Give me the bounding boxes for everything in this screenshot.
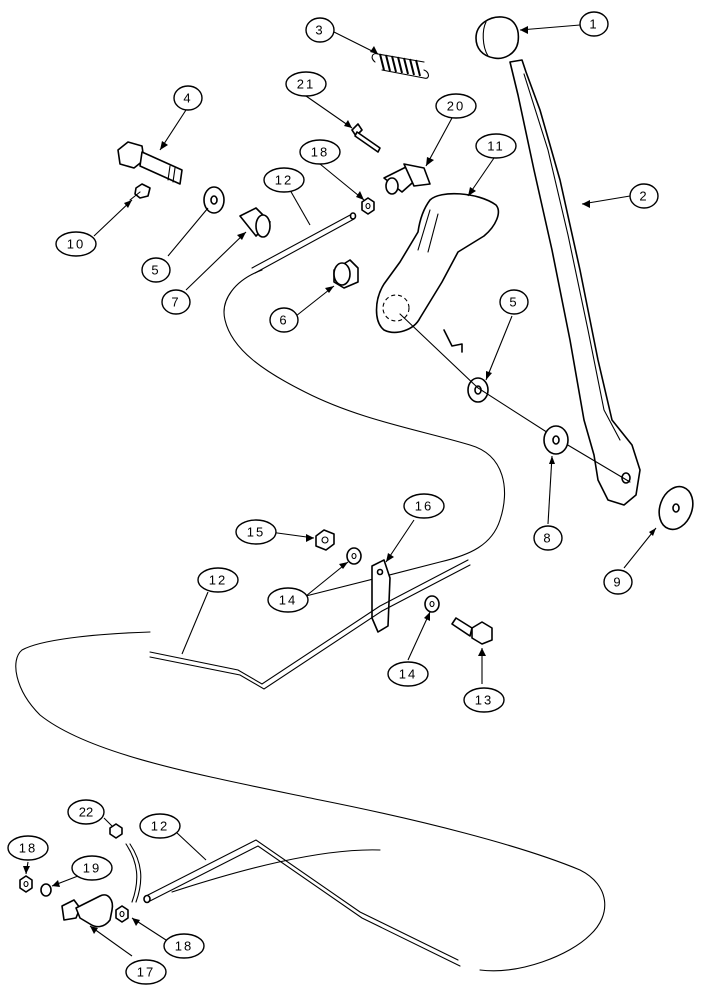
lever-arm-part — [509, 59, 641, 506]
callout-1: 1 — [579, 11, 609, 37]
callout-10: 10 — [55, 231, 97, 257]
callout-6: 6 — [269, 307, 299, 333]
callout-13: 13 — [463, 687, 505, 713]
nut-22-part — [109, 823, 123, 839]
svg-text:14: 14 — [279, 593, 297, 608]
washer-upper-part — [203, 186, 225, 214]
washer-large-part — [658, 485, 694, 531]
washer-14-upper-part — [346, 547, 362, 565]
rod-lower-part — [143, 839, 461, 967]
callout-12-lower: 12 — [139, 813, 181, 839]
leader-lines — [23, 24, 657, 957]
washer-8-part — [543, 425, 569, 455]
small-screw-part — [129, 183, 151, 201]
svg-text:22: 22 — [79, 805, 93, 820]
svg-text:18: 18 — [175, 939, 193, 954]
plate-bracket-part — [371, 559, 391, 633]
svg-text:13: 13 — [475, 693, 493, 708]
callout-18-upper: 18 — [299, 139, 341, 165]
svg-text:18: 18 — [311, 145, 329, 160]
callout-19: 19 — [71, 855, 113, 881]
callout-8: 8 — [533, 525, 563, 551]
callout-11: 11 — [475, 133, 517, 159]
rod-path-outline-upper — [223, 269, 506, 601]
callout-3: 3 — [305, 17, 335, 43]
nut-18-left-part — [19, 875, 33, 893]
bracket-plate-part — [375, 192, 500, 353]
callout-22: 22 — [67, 799, 105, 825]
ball-joint-part — [61, 894, 114, 928]
nut-15-part — [315, 529, 335, 551]
svg-text:19: 19 — [83, 861, 101, 876]
nut-upper-part — [361, 197, 375, 215]
svg-text:20: 20 — [447, 99, 465, 114]
callout-12-upper: 12 — [263, 167, 305, 193]
svg-text:1: 1 — [589, 17, 598, 32]
clevis-part — [383, 163, 431, 195]
svg-text:7: 7 — [171, 295, 180, 310]
bushing-upper-part — [239, 207, 271, 238]
pin-part — [351, 123, 381, 153]
callout-14-lower: 14 — [387, 661, 429, 687]
callout-20: 20 — [435, 93, 477, 119]
callout-18-right: 18 — [163, 933, 205, 959]
callout-17: 17 — [125, 959, 167, 985]
callout-9: 9 — [603, 569, 633, 595]
axis-line — [399, 313, 631, 483]
curve-indicator-b — [129, 843, 142, 903]
svg-text:17: 17 — [137, 965, 155, 980]
svg-text:2: 2 — [639, 189, 648, 204]
callout-7: 7 — [161, 289, 191, 315]
svg-text:18: 18 — [19, 841, 37, 856]
knob-part — [475, 16, 520, 60]
svg-text:12: 12 — [151, 819, 169, 834]
rod-middle-part — [149, 559, 471, 690]
svg-text:3: 3 — [315, 23, 324, 38]
svg-text:16: 16 — [415, 499, 433, 514]
callout-12-middle: 12 — [197, 567, 239, 593]
callout-4: 4 — [173, 85, 203, 111]
svg-text:12: 12 — [275, 173, 293, 188]
svg-text:5: 5 — [151, 263, 160, 278]
washer-19-part — [40, 883, 52, 897]
svg-text:6: 6 — [279, 313, 288, 328]
svg-text:21: 21 — [297, 77, 315, 92]
rod-path-outline-lower — [15, 631, 606, 972]
svg-text:12: 12 — [209, 573, 227, 588]
bolt-13-part — [451, 617, 493, 645]
callout-15: 15 — [235, 519, 277, 545]
svg-text:8: 8 — [543, 531, 552, 546]
svg-text:11: 11 — [487, 139, 505, 154]
svg-text:5: 5 — [509, 295, 518, 310]
svg-text:15: 15 — [247, 525, 265, 540]
callout-14-upper: 14 — [267, 587, 309, 613]
callout-21: 21 — [285, 71, 327, 97]
svg-text:10: 10 — [67, 237, 85, 252]
bolt-part — [117, 141, 183, 185]
svg-text:14: 14 — [399, 667, 417, 682]
bushing-lower-part — [333, 259, 359, 289]
spring-part — [371, 53, 430, 79]
callout-18-left: 18 — [7, 835, 49, 861]
nut-18-right-part — [115, 905, 129, 923]
rod-path-outline-lower-b — [171, 849, 381, 893]
callout-16: 16 — [403, 493, 445, 519]
curve-indicator — [125, 843, 138, 903]
svg-text:4: 4 — [183, 91, 192, 106]
callout-5-upper: 5 — [141, 257, 171, 283]
rod-upper-part — [251, 212, 357, 274]
callout-2: 2 — [629, 183, 659, 209]
svg-text:9: 9 — [613, 575, 622, 590]
callout-5-lower: 5 — [499, 289, 529, 315]
washer-14-lower-part — [424, 595, 440, 613]
